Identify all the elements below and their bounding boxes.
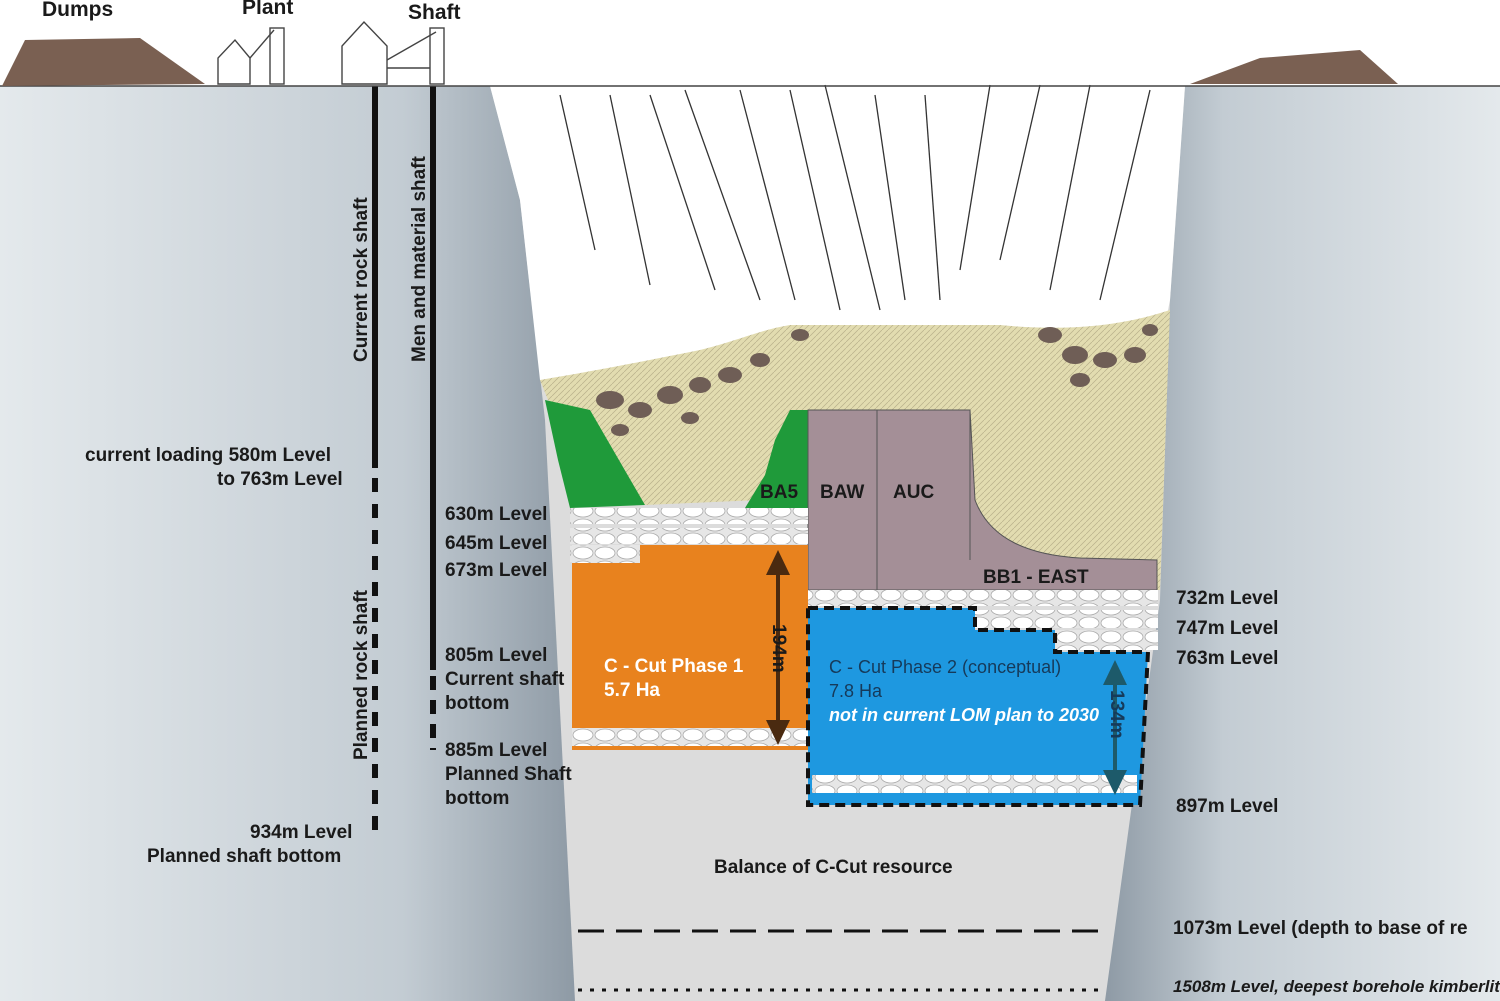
plant-buildings <box>217 20 445 85</box>
green-zone-left <box>545 400 645 508</box>
label-current-rock-shaft: Current rock shaft <box>351 197 372 362</box>
green-zone-ba5 <box>745 410 808 508</box>
height-arrow-134m <box>1103 660 1127 795</box>
label-planned-shaft-bottom: Planned shaft bottom <box>147 846 342 867</box>
label-805m: 805m Level <box>445 645 548 666</box>
c-cut-phase-2-block <box>806 606 1151 807</box>
right-country-rock <box>1105 86 1500 1001</box>
label-763m: 763m Level <box>1176 648 1279 669</box>
dump-left <box>2 38 205 86</box>
label-885m-b: bottom <box>445 788 510 809</box>
label-934m: 934m Level <box>250 822 353 843</box>
label-805m-b: bottom <box>445 693 510 714</box>
c-cut-phase-1-block <box>572 545 808 750</box>
height-arrow-194m <box>766 550 790 745</box>
label-897m: 897m Level <box>1176 796 1279 817</box>
label-dumps: Dumps <box>42 0 114 21</box>
label-phase2-note: not in current LOM plan to 2030 <box>829 705 1100 725</box>
label-bb1-east: BB1 - EAST <box>983 567 1089 588</box>
label-plant: Plant <box>242 0 294 19</box>
label-shaft: Shaft <box>408 1 461 24</box>
label-885m-a: Planned Shaft <box>445 764 572 785</box>
label-747m: 747m Level <box>1176 618 1279 639</box>
label-194m: 194m <box>768 624 789 673</box>
label-planned-rock-shaft: Planned rock shaft <box>351 590 372 760</box>
label-current-loading-2: to 763m Level <box>217 469 343 490</box>
label-baw: BAW <box>820 482 865 503</box>
label-645m: 645m Level <box>445 533 548 554</box>
label-805m-a: Current shaft <box>445 669 565 690</box>
label-men-material-shaft: Men and material shaft <box>409 156 430 362</box>
label-673m: 673m Level <box>445 560 548 581</box>
label-1073m: 1073m Level (depth to base of re <box>1173 918 1468 939</box>
label-ba5: BA5 <box>760 482 799 503</box>
label-630m: 630m Level <box>445 504 548 525</box>
label-732m: 732m Level <box>1176 588 1279 609</box>
label-phase1: C - Cut Phase 1 <box>604 656 744 677</box>
label-balance: Balance of C-Cut resource <box>714 857 953 878</box>
label-phase1-area: 5.7 Ha <box>604 680 660 701</box>
label-phase2: C - Cut Phase 2 (conceptual) <box>829 657 1062 677</box>
purple-blocks <box>807 409 1158 591</box>
label-phase2-area: 7.8 Ha <box>829 681 883 701</box>
dump-right <box>1190 50 1398 84</box>
label-1508m: 1508m Level, deepest borehole kimberlite <box>1173 977 1500 996</box>
label-885m: 885m Level <box>445 740 548 761</box>
label-134m: 134m <box>1106 690 1127 739</box>
boulders <box>596 324 1158 436</box>
label-auc: AUC <box>893 482 935 503</box>
label-current-loading: current loading 580m Level <box>85 445 332 466</box>
